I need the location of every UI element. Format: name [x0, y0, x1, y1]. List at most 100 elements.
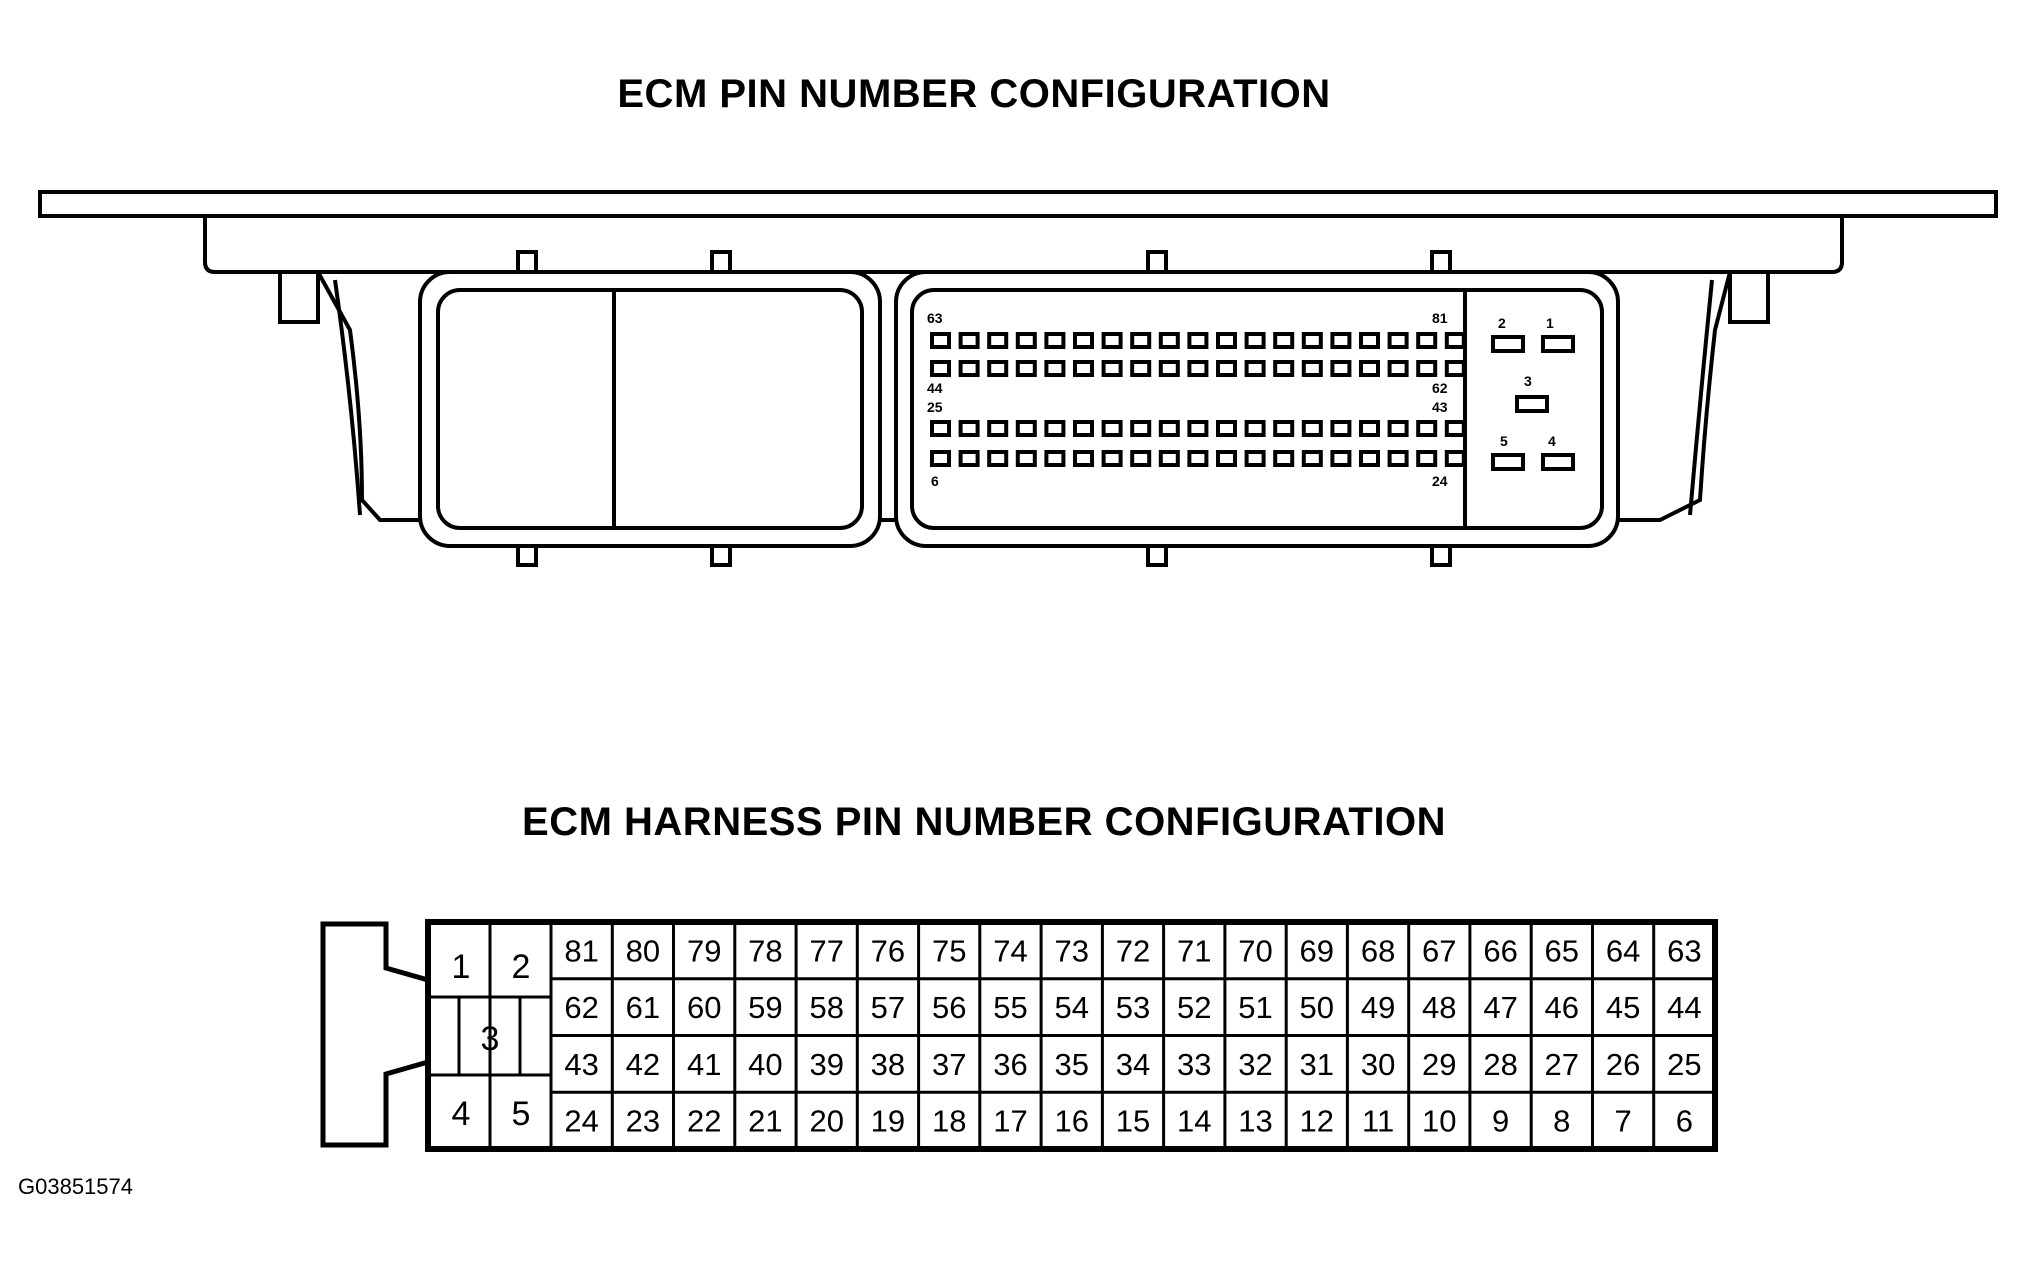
- ecm-pin: [1273, 450, 1295, 467]
- ecm-pin: [1101, 420, 1123, 437]
- harness-pin-number: 7: [1614, 1104, 1631, 1139]
- ecm-pin: [1216, 332, 1237, 349]
- harness-pin-number: 18: [932, 1104, 966, 1139]
- harness-pin-number: 72: [1116, 933, 1150, 968]
- ecm-power-pin: [1541, 453, 1575, 471]
- harness-pin-number: 78: [748, 933, 782, 968]
- harness-pin-number: 55: [993, 990, 1027, 1025]
- harness-pin-number: 27: [1545, 1047, 1579, 1082]
- harness-pin-number: 35: [1054, 1047, 1088, 1082]
- harness-pin-number: 41: [687, 1047, 721, 1082]
- harness-pin-number: 24: [564, 1104, 598, 1139]
- ecm-pin: [1244, 420, 1266, 437]
- ecm-pin: [1158, 420, 1180, 437]
- harness-pin-number: 47: [1483, 990, 1517, 1025]
- harness-pin-number: 10: [1422, 1104, 1456, 1139]
- ecm-pin: [1158, 332, 1180, 349]
- harness-pin-number: 6: [1676, 1104, 1693, 1139]
- ecm-pin: [1216, 360, 1237, 377]
- ecm-power-pin: [1491, 453, 1525, 471]
- harness-pin-number: 21: [748, 1104, 782, 1139]
- ecm-pin: [958, 360, 980, 377]
- ecm-pin-grid: [930, 332, 1466, 467]
- ecm-pin: [1073, 450, 1094, 467]
- harness-pin-number: 75: [932, 933, 966, 968]
- ecm-pin: [930, 332, 951, 349]
- ecm-pin: [930, 420, 951, 437]
- ecm-pin: [1330, 420, 1352, 437]
- harness-pin-3: 3: [481, 1020, 500, 1058]
- ecm-pin: [1359, 360, 1380, 377]
- ecm-pin: [1444, 450, 1466, 467]
- ecm-pin: [1416, 450, 1438, 467]
- ecm-power-pin: [1541, 335, 1575, 353]
- ecm-pin: [1187, 360, 1209, 377]
- harness-pin-number: 13: [1238, 1104, 1272, 1139]
- ecm-pin: [1158, 360, 1180, 377]
- ecm-pin: [1416, 420, 1438, 437]
- harness-pin-number: 53: [1116, 990, 1150, 1025]
- harness-pin-2: 2: [512, 948, 531, 986]
- ecm-power-pin-label: 2: [1498, 315, 1506, 331]
- harness-pin-number: 60: [687, 990, 721, 1025]
- ecm-pin: [1044, 360, 1066, 377]
- harness-pin-number: 29: [1422, 1047, 1456, 1082]
- ecm-pin: [1130, 332, 1152, 349]
- ecm-pin: [1273, 360, 1295, 377]
- right-connector-inner: [910, 288, 1604, 530]
- harness-pin-number: 43: [564, 1047, 598, 1082]
- harness-pin-number: 15: [1116, 1104, 1150, 1139]
- ecm-pin: [1244, 360, 1266, 377]
- harness-pin-number: 81: [564, 933, 598, 968]
- harness-pin-4: 4: [452, 1095, 471, 1133]
- harness-pin-number: 17: [993, 1104, 1027, 1139]
- stud: [710, 250, 732, 274]
- ecm-pin: [1330, 360, 1352, 377]
- housing-body: [203, 216, 1844, 274]
- ecm-pin-label: 6: [931, 473, 939, 489]
- harness-pin-number: 76: [871, 933, 905, 968]
- harness-pin-number: 8: [1553, 1104, 1570, 1139]
- ecm-pin: [1015, 332, 1037, 349]
- harness-pin-number: 48: [1422, 990, 1456, 1025]
- ecm-pin: [1187, 332, 1209, 349]
- ecm-pin-title: ECM PIN NUMBER CONFIGURATION: [617, 72, 1331, 116]
- ecm-pin: [1416, 360, 1438, 377]
- harness-pin-number: 36: [993, 1047, 1027, 1082]
- ecm-power-pin-label: 5: [1500, 433, 1508, 449]
- harness-latch: [320, 921, 431, 1148]
- ecm-pin: [1387, 332, 1409, 349]
- figure-id: G03851574: [18, 1174, 133, 1199]
- ecm-pin: [1444, 420, 1466, 437]
- harness-pin-number: 69: [1300, 933, 1334, 968]
- harness-pin-number: 14: [1177, 1104, 1211, 1139]
- ecm-pin: [1073, 360, 1094, 377]
- harness-pin-number: 20: [809, 1104, 843, 1139]
- harness-pin-number: 59: [748, 990, 782, 1025]
- harness-pin-number: 73: [1054, 933, 1088, 968]
- ecm-pin: [1330, 450, 1352, 467]
- harness-pin-number: 19: [871, 1104, 905, 1139]
- harness-pin-number: 11: [1362, 1104, 1394, 1139]
- harness-pin-number: 40: [748, 1047, 782, 1082]
- ecm-pin: [1130, 420, 1152, 437]
- ecm-pin: [1158, 450, 1180, 467]
- ecm-pin: [958, 332, 980, 349]
- harness-pin-number: 51: [1238, 990, 1272, 1025]
- ecm-pin: [1130, 450, 1152, 467]
- mounting-flange: [38, 190, 1998, 218]
- ecm-pin: [1273, 332, 1295, 349]
- harness-pin-number: 32: [1238, 1047, 1272, 1082]
- harness-pin-number: 58: [809, 990, 843, 1025]
- ecm-pin: [987, 360, 1009, 377]
- ecm-pin: [1359, 420, 1380, 437]
- harness-pin-number: 64: [1606, 933, 1640, 968]
- right-contour: [1688, 279, 1714, 516]
- harness-pin-number: 77: [809, 933, 843, 968]
- ecm-pin: [1387, 360, 1409, 377]
- harness-pin-number: 80: [626, 933, 660, 968]
- ecm-pin: [1416, 332, 1438, 349]
- ecm-pin: [1244, 450, 1266, 467]
